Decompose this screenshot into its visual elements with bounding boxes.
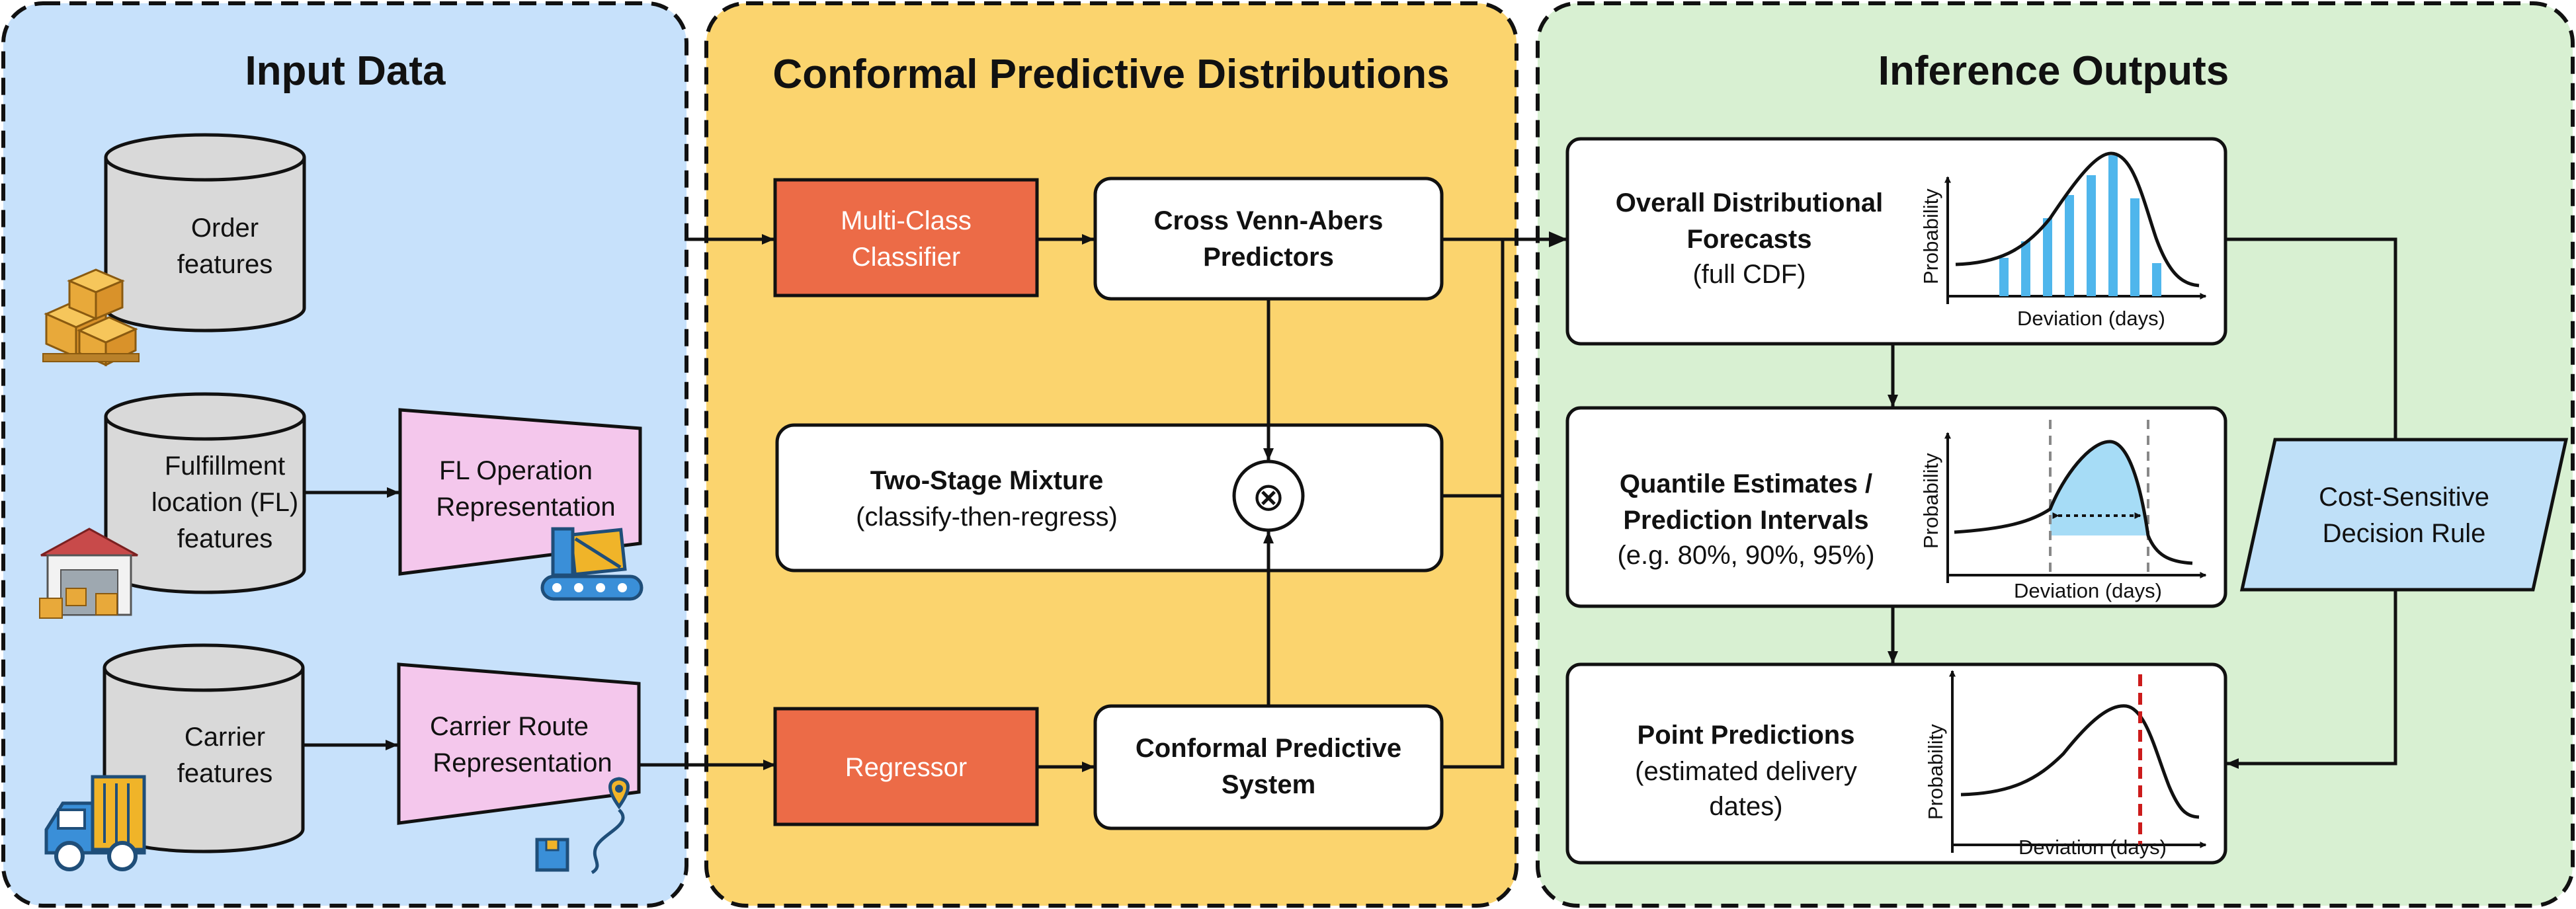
carrier-route-representation: Carrier Route Representation	[397, 662, 641, 825]
histogram-bar	[2087, 175, 2096, 296]
point-subtitle-1: (estimated delivery	[1635, 757, 1857, 786]
quantile-estimates-box: Quantile Estimates / Prediction Interval…	[1565, 406, 2227, 608]
mixture-operator-icon	[1232, 459, 1305, 532]
conformal-predictive-system-box: Conformal Predictive System	[1093, 704, 1444, 830]
carrier-features-cylinder: Carrier features	[103, 643, 305, 853]
quantile-title-1: Quantile Estimates /	[1620, 469, 1872, 498]
histogram-bar	[2021, 241, 2030, 296]
truck-icon	[44, 775, 146, 871]
histogram-bar	[1999, 258, 2009, 296]
point-predictions-box: Point Predictions (estimated delivery da…	[1565, 662, 2227, 865]
conveyor-icon	[540, 527, 644, 601]
outputs-panel-title: Inference Outputs	[1878, 48, 2229, 94]
histogram-bar	[2152, 263, 2161, 296]
carrier-features-label-1: Carrier	[185, 723, 265, 752]
histogram-bar	[2043, 218, 2052, 296]
fulfillment-features-label-3: features	[177, 524, 273, 553]
histogram-bar	[2130, 198, 2140, 296]
multi-class-classifier-box: Multi-Class Classifier	[773, 178, 1039, 297]
histogram-bar	[2108, 155, 2118, 296]
overall-ylabel: Probability	[1919, 188, 1942, 284]
order-features-label-2: features	[177, 250, 273, 279]
boxes-icon	[42, 268, 140, 367]
overall-subtitle: (full CDF)	[1692, 260, 1806, 289]
point-title: Point Predictions	[1638, 721, 1855, 750]
mixture-subtitle: (classify-then-regress)	[856, 502, 1118, 532]
point-prediction-chart: Probability Deviation (days)	[1924, 670, 2207, 859]
quantile-ylabel: Probability	[1919, 453, 1942, 549]
two-stage-mixture-box: Two-Stage Mixture (classify-then-regress…	[775, 423, 1444, 573]
route-pin-icon	[535, 777, 630, 875]
cps-label-2: System	[1222, 770, 1315, 799]
fulfillment-features-label-1: Fulfillment	[165, 452, 285, 481]
decision-label-1: Cost-Sensitive	[2319, 483, 2489, 512]
overall-distribution-box: Overall Distributional Forecasts (full C…	[1565, 137, 2227, 346]
carrier-features-label-2: features	[177, 759, 273, 788]
fl-rep-label-2: Representation	[436, 493, 615, 522]
connector-venn-to-outputs	[1442, 237, 1505, 769]
overall-title-2: Forecasts	[1687, 225, 1812, 254]
order-features-cylinder: Order features	[104, 133, 306, 333]
carrier-rep-label-1: Carrier Route	[430, 712, 589, 741]
regressor-label: Regressor	[845, 753, 968, 782]
cost-sensitive-decision-rule: Cost-Sensitive Decision Rule	[2239, 438, 2569, 592]
input-panel-title: Input Data	[245, 48, 446, 94]
venn-abers-label-2: Predictors	[1203, 243, 1334, 272]
decision-label-2: Decision Rule	[2323, 519, 2486, 548]
mixture-operator-symbol: ⊗	[1252, 474, 1285, 520]
cpd-panel-title: Conformal Predictive Distributions	[772, 52, 1449, 97]
point-xlabel: Deviation (days)	[2018, 836, 2167, 859]
quantile-xlabel: Deviation (days)	[2014, 579, 2162, 602]
arrow-decision-to-point	[2226, 590, 2397, 769]
mixture-title: Two-Stage Mixture	[870, 466, 1104, 495]
connector-overall-to-decision	[2225, 237, 2397, 440]
overall-xlabel: Deviation (days)	[2017, 307, 2165, 330]
point-ylabel: Probability	[1924, 724, 1947, 820]
fulfillment-features-label-2: location (FL)	[151, 488, 298, 517]
cps-label-1: Conformal Predictive	[1136, 734, 1401, 763]
classifier-label-2: Classifier	[852, 243, 960, 272]
venn-abers-label-1: Cross Venn-Abers	[1154, 206, 1384, 235]
carrier-rep-label-2: Representation	[433, 748, 612, 777]
overall-title-1: Overall Distributional	[1616, 188, 1884, 217]
quantile-subtitle: (e.g. 80%, 90%, 95%)	[1617, 541, 1874, 570]
quantile-title-2: Prediction Intervals	[1623, 506, 1868, 535]
fl-rep-label-1: FL Operation	[439, 456, 593, 485]
overall-cdf-chart: Probability Deviation (days)	[1919, 151, 2207, 330]
quantile-interval-chart: Probability Deviation (days)	[1919, 420, 2207, 602]
fulfillment-features-cylinder: Fulfillment location (FL) features	[104, 392, 306, 594]
histogram-bar	[2065, 195, 2074, 296]
regressor-box: Regressor	[773, 707, 1039, 826]
classifier-label-1: Multi-Class	[841, 206, 972, 235]
order-features-label-1: Order	[191, 214, 259, 243]
cross-venn-abers-box: Cross Venn-Abers Predictors	[1093, 177, 1444, 301]
density-curve	[1955, 151, 2200, 288]
warehouse-icon	[39, 528, 138, 619]
point-subtitle-2: dates)	[1709, 792, 1782, 821]
interval-shading	[2050, 442, 2148, 535]
